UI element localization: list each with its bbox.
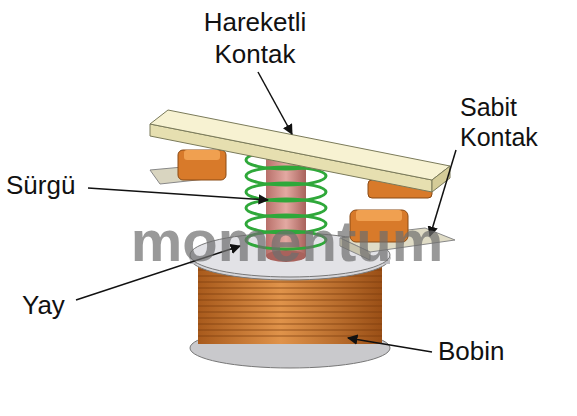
moving-contact	[150, 110, 450, 198]
part-label: Sabit Kontak	[460, 92, 570, 152]
part-label: Sürgü	[6, 170, 96, 200]
leader-line	[258, 72, 292, 134]
fixed-contact-left	[150, 150, 226, 184]
part-label: Yay	[22, 290, 82, 320]
part-label: Bobin	[438, 336, 538, 366]
leader-line	[88, 188, 268, 200]
part-label: Hareketli Kontak	[190, 6, 320, 70]
watermark: momentum	[112, 208, 462, 274]
leader-line	[348, 338, 432, 352]
